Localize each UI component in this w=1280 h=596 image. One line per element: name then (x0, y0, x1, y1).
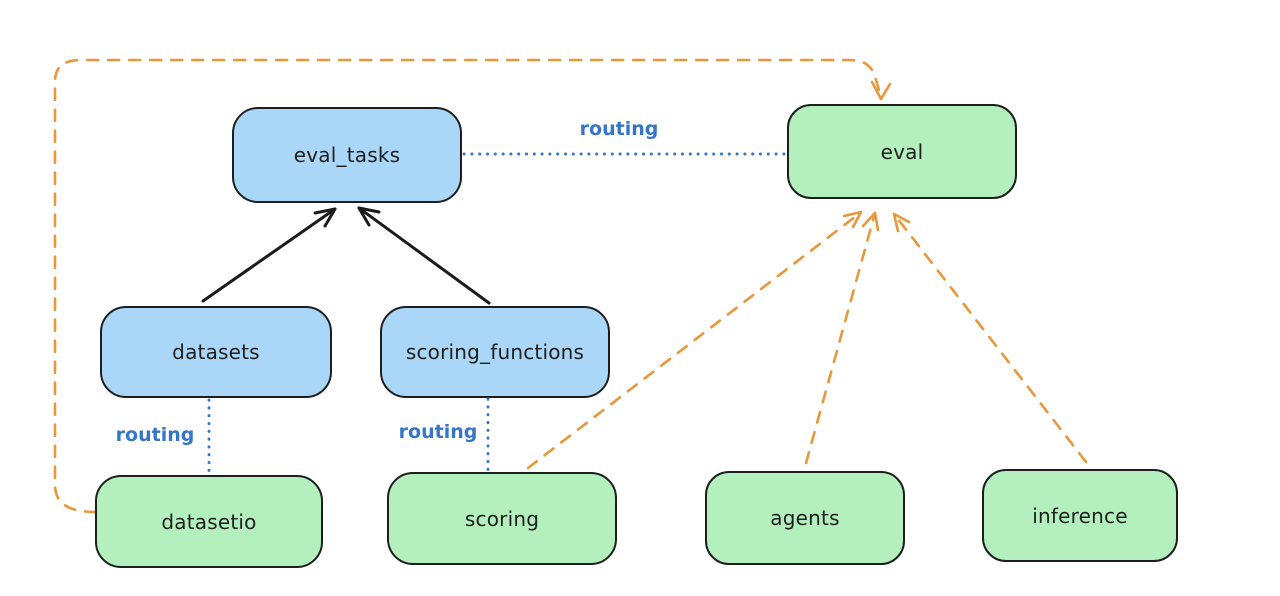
node-datasets: datasets (100, 306, 332, 398)
node-datasets-label: datasets (172, 340, 260, 364)
edge-agents-to-eval-arrowhead (861, 211, 880, 232)
edge-label-routing-datasets-datasetio: routing (115, 424, 195, 446)
edge-label-routing-scoring_functions-scoring: routing (398, 421, 478, 443)
node-inference: inference (982, 469, 1178, 562)
node-eval: eval (787, 104, 1017, 199)
node-eval-label: eval (880, 139, 924, 164)
node-eval_tasks: eval_tasks (232, 107, 462, 203)
node-agents-label: agents (770, 506, 840, 530)
edge-scoring-to-eval-arrowhead (842, 210, 863, 229)
edge-scoring-to-eval-dashed-line (526, 211, 862, 470)
edge-inference-to-eval-dashed-line (892, 212, 1088, 464)
edge-inference-to-eval-arrowhead (892, 212, 911, 233)
node-inference-label: inference (1032, 503, 1128, 528)
node-scoring: scoring (387, 472, 617, 565)
node-agents: agents (705, 471, 905, 565)
node-datasetio-label: datasetio (161, 509, 257, 534)
edge-datasets-to-eval_tasks-arrowhead (313, 207, 337, 228)
node-scoring_functions-label: scoring_functions (405, 340, 585, 364)
node-eval_tasks-label: eval_tasks (293, 143, 401, 167)
node-scoring_functions: scoring_functions (380, 306, 610, 398)
edge-datasetio-to-eval-dashed-line (53, 58, 883, 514)
edge-scoring_functions-to-eval_tasks-line (357, 206, 491, 305)
edge-label-routing-eval_tasks-eval: routing (579, 118, 659, 140)
edge-scoring_functions-to-eval_tasks-arrowhead (357, 206, 381, 227)
node-datasetio: datasetio (95, 475, 323, 568)
node-scoring-label: scoring (464, 506, 540, 531)
edge-datasets-to-eval_tasks-line (201, 207, 337, 303)
edge-datasetio-to-eval-arrowhead (870, 80, 892, 101)
edge-agents-to-eval-dashed-line (804, 211, 877, 465)
